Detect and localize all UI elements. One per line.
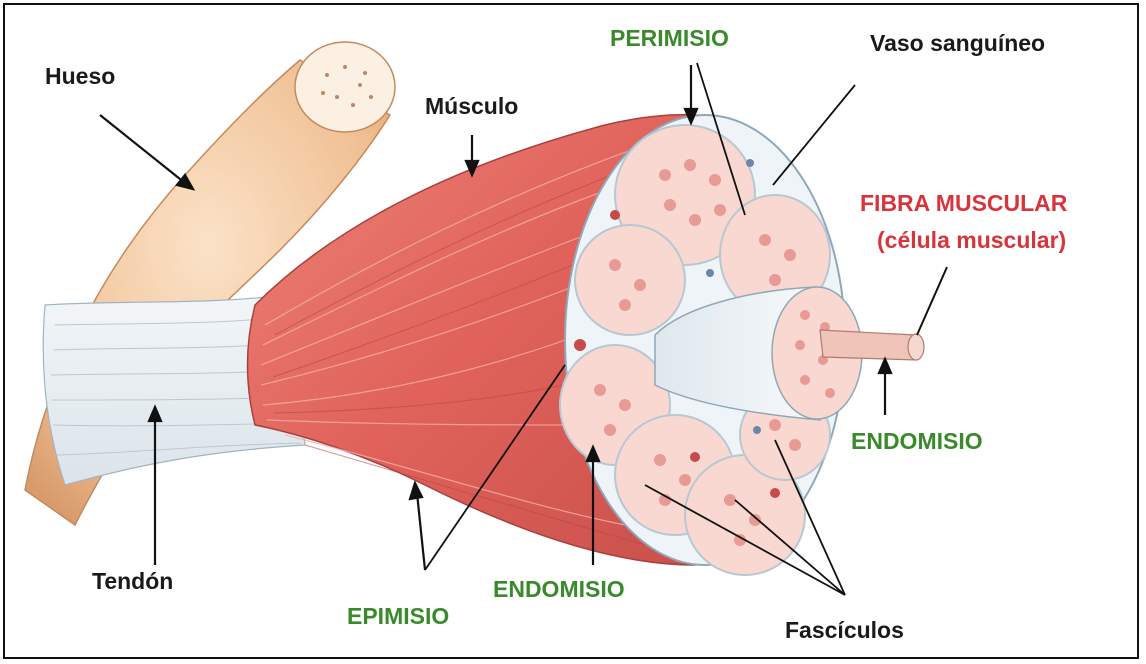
label-hueso: Hueso bbox=[45, 65, 115, 88]
muscle-fiber bbox=[820, 330, 924, 360]
label-celula-muscular: (célula muscular) bbox=[877, 229, 1066, 252]
label-perimisio: PERIMISIO bbox=[610, 27, 729, 50]
label-epimisio: EPIMISIO bbox=[347, 605, 449, 628]
label-endomisio-right: ENDOMISIO bbox=[851, 430, 983, 453]
label-vaso-sanguineo: Vaso sanguíneo bbox=[870, 32, 1045, 55]
label-tendon: Tendón bbox=[92, 570, 173, 593]
muscle-anatomy-illustration bbox=[5, 5, 1139, 659]
label-fasciculos: Fascículos bbox=[785, 619, 904, 642]
label-fibra-muscular: FIBRA MUSCULAR bbox=[860, 192, 1067, 215]
label-endomisio-bottom: ENDOMISIO bbox=[493, 578, 625, 601]
diagram-frame: Hueso Músculo PERIMISIO Vaso sanguíneo F… bbox=[3, 3, 1139, 659]
label-musculo: Músculo bbox=[425, 95, 518, 118]
